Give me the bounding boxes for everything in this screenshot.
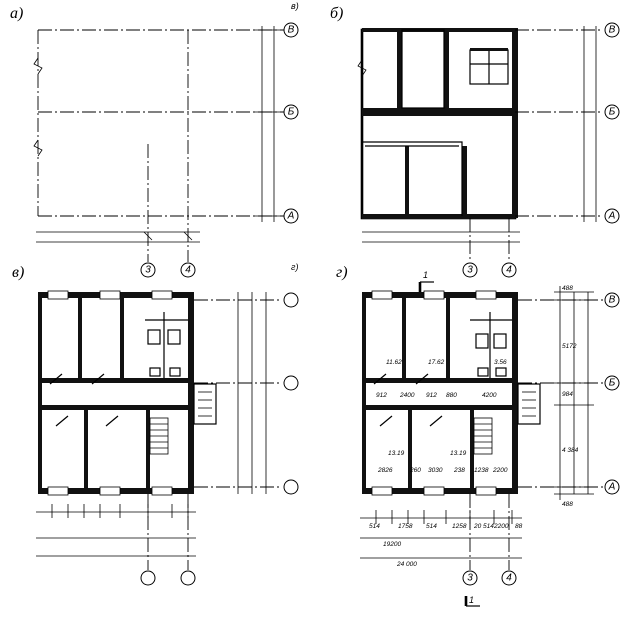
axis-label-3-a: 3 <box>145 265 151 276</box>
axis-marker-a-g <box>604 479 620 495</box>
dim-bottom-3: 514 <box>426 523 437 530</box>
panel-b-frame <box>357 26 600 262</box>
dim-total-1: 19200 <box>383 541 401 548</box>
room-area-4: 13.19 <box>450 450 467 457</box>
panel-v-floor-plan <box>36 290 282 570</box>
dim-right-2: 5172 <box>562 343 577 350</box>
room-area-1: 11.62 <box>386 359 402 366</box>
dim-right-1: 488 <box>562 285 573 292</box>
axis-label-4-a: 4 <box>185 265 191 276</box>
dim-bottom-7: 88 <box>515 523 523 530</box>
axis-marker-b-v <box>283 375 299 391</box>
axis-marker-3-v <box>140 570 156 586</box>
axis-marker-a-v <box>283 479 299 495</box>
axis-marker-b-a <box>283 104 299 120</box>
axis-label-b-a: Б <box>288 107 295 118</box>
axis-marker-a-a <box>283 208 299 224</box>
dim-interior-6: 2826 <box>377 467 393 474</box>
section-mark-top: 1 <box>423 270 428 280</box>
axis-marker-4-v <box>180 570 196 586</box>
axis-label-v-b: В <box>609 25 616 36</box>
section-mark-bottom: 1 <box>469 595 474 605</box>
axis-marker-v-b <box>604 22 620 38</box>
axis-label-v-g: В <box>609 295 616 306</box>
axis-marker-v-g <box>604 292 620 308</box>
dim-right-5: 488 <box>562 501 573 508</box>
axis-marker-b-b <box>604 104 620 120</box>
axis-marker-b-g <box>604 375 620 391</box>
panel-label-v: в) <box>12 264 24 281</box>
panel-g-floor-plan <box>360 281 606 607</box>
room-area-3: 13.19 <box>388 450 405 457</box>
axis-marker-4-b <box>501 262 517 278</box>
axis-label-3-g: 3 <box>467 573 473 584</box>
dim-total-2: 24 000 <box>396 561 417 568</box>
axis-label-3-b: 3 <box>467 265 473 276</box>
panel-label-b: б) <box>330 5 343 22</box>
dim-interior-5: 4200 <box>482 392 497 399</box>
panel-label-a: а) <box>10 5 23 22</box>
axis-label-a-a: А <box>287 211 295 222</box>
room-area-5: 3.56 <box>494 359 507 366</box>
dim-interior-4: 880 <box>446 392 457 399</box>
panel-label-g: г) <box>336 264 348 281</box>
axis-marker-4-a <box>180 262 196 278</box>
dim-interior-9: 238 <box>453 467 465 474</box>
corner-mark-a: в) <box>291 1 299 11</box>
dim-interior-11: 2200 <box>492 467 508 474</box>
axis-marker-4-g <box>501 570 517 586</box>
axis-marker-3-b <box>462 262 478 278</box>
axis-marker-a-b <box>604 208 620 224</box>
corner-mark-v: г) <box>291 262 298 272</box>
dim-bottom-2: 1758 <box>398 523 413 530</box>
axis-marker-v-v <box>283 292 299 308</box>
dim-bottom-5: 20 514 <box>473 523 494 530</box>
axis-label-b-g: Б <box>609 378 616 389</box>
axis-label-4-b: 4 <box>506 265 512 276</box>
axis-marker-3-g <box>462 570 478 586</box>
axis-label-b-b: Б <box>609 107 616 118</box>
axis-label-a-g: А <box>608 482 616 493</box>
axis-label-4-g: 4 <box>506 573 512 584</box>
room-area-2: 17.62 <box>428 359 445 366</box>
dim-bottom-6: 2200 <box>493 523 509 530</box>
dim-interior-1: 2400 <box>399 392 415 399</box>
dim-interior-2: 912 <box>376 392 387 399</box>
panel-a-axis-grid <box>33 26 286 262</box>
dim-interior-8: 3030 <box>428 467 443 474</box>
axis-label-v-a: В <box>288 25 295 36</box>
dim-right-3: 984 <box>562 391 573 398</box>
axis-label-a-b: А <box>608 211 616 222</box>
axis-marker-3-a <box>140 262 156 278</box>
dim-interior-3: 912 <box>426 392 437 399</box>
dim-bottom-1: 514 <box>369 523 380 530</box>
dim-interior-7: 260 <box>409 467 421 474</box>
dim-interior-10: 1238 <box>474 467 489 474</box>
dim-bottom-4: 1258 <box>452 523 467 530</box>
dim-right-4: 4 384 <box>562 447 579 454</box>
axis-marker-v-a <box>283 22 299 38</box>
